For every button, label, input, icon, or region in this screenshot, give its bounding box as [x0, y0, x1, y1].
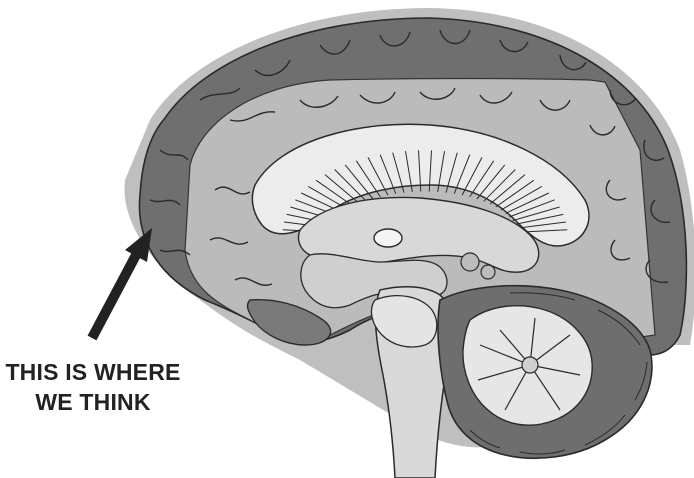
cerebellum-center [522, 357, 538, 373]
caption-line-1: THIS IS WHERE [0, 361, 218, 384]
interthalamic-adhesion [374, 229, 402, 247]
arrow-icon [92, 228, 152, 338]
caption-line-2: WE THINK [0, 391, 218, 414]
